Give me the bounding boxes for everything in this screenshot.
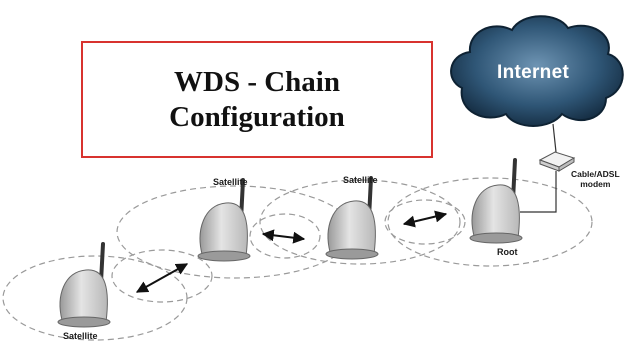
router-satellite-1: [57, 242, 111, 328]
title-line-1: WDS - Chain: [174, 66, 340, 99]
modem-device: [538, 151, 576, 172]
internet-label: Internet: [497, 62, 570, 83]
range-ellipse-7: [387, 177, 593, 267]
range-ellipse-5: [259, 179, 461, 265]
modem-label-line-1: Cable/ADSL: [571, 169, 620, 179]
title-line-2: Configuration: [169, 100, 345, 133]
node-label-root: Root: [497, 247, 518, 257]
modem-root-link: [520, 171, 557, 213]
node-label-satellite-3: Satellite: [343, 175, 378, 185]
link-arrow-1: [135, 263, 189, 293]
range-ellipse-6: [384, 199, 466, 245]
link-arrow-2: [261, 229, 306, 244]
node-label-satellite-1: Satellite: [63, 331, 98, 341]
internet-cloud: [450, 15, 624, 127]
router-satellite-2: [197, 178, 251, 262]
range-ellipse-2: [111, 249, 213, 303]
node-label-satellite-2: Satellite: [213, 177, 248, 187]
range-ellipse-4: [249, 213, 321, 259]
link-arrow-3: [402, 210, 448, 228]
router-root: [469, 158, 523, 244]
modem-label-line-2: modem: [580, 178, 611, 189]
modem-label: Cable/ADSL modem: [571, 169, 620, 190]
title-box: WDS - Chain Configuration: [81, 41, 433, 158]
cloud-modem-link: [552, 123, 557, 153]
router-satellite-3: [325, 176, 379, 260]
